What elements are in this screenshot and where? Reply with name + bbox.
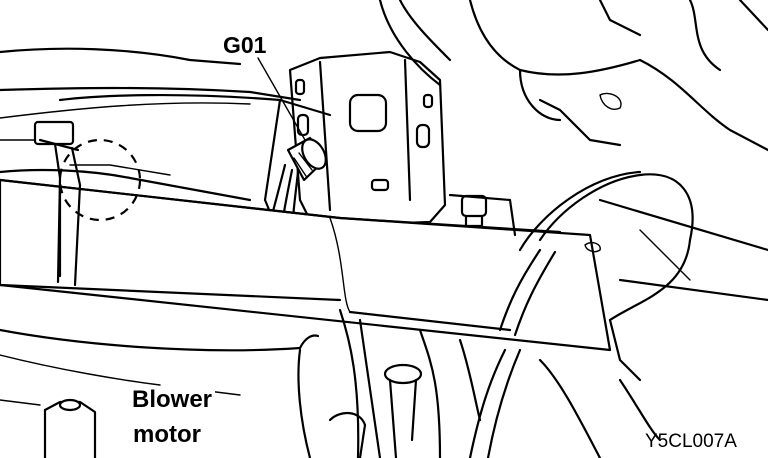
detail-circle [58,138,142,222]
figure-code: Y5CL007A [645,431,737,452]
blower-motor-label-line1: Blower [129,388,216,412]
g01-label: G01 [223,32,267,58]
right-wire-harness [468,170,768,458]
bolt [448,193,517,237]
g01-ground-connector [270,136,327,220]
bracket [263,50,447,227]
blower-motor-label-line2: motor [130,423,204,447]
lower-components [0,308,662,458]
dashboard-background-outlines [0,0,768,202]
g01-leader-line [257,57,306,141]
harness-clip [33,120,82,287]
